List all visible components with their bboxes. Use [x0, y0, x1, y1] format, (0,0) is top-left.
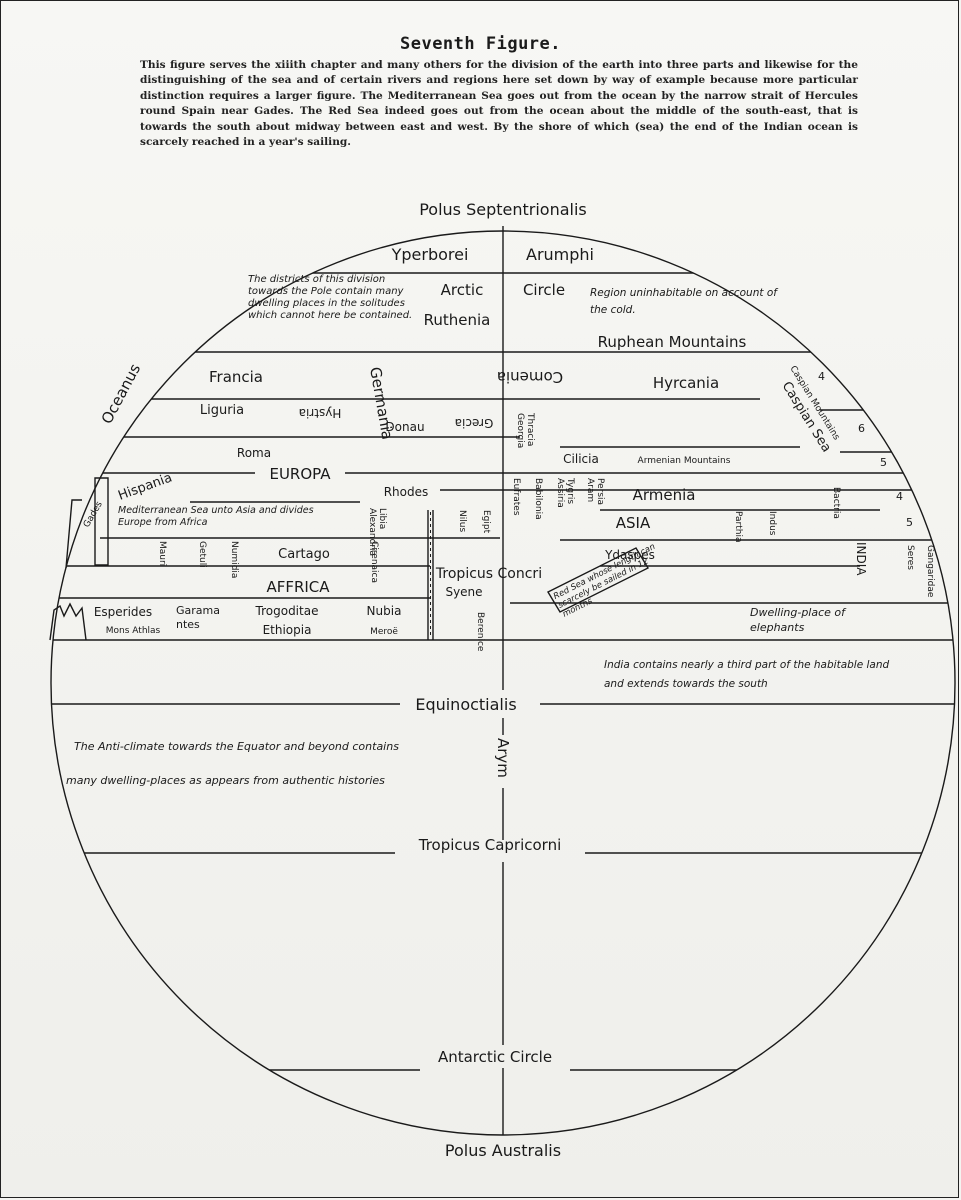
south-note-line2: many dwelling-places as appears from aut…	[66, 774, 385, 787]
numidia-label: Numidia	[229, 541, 239, 578]
districts-note: The districts of this division towards t…	[248, 274, 413, 321]
circle-label: Circle	[523, 281, 565, 299]
hyrcania-label: Hyrcania	[653, 374, 719, 392]
tropicus-cancri-label: Tropicus Concri	[435, 566, 542, 582]
antarctic-circle-label: Antarctic Circle	[438, 1048, 552, 1066]
armenian-mountains-label: Armenian Mountains	[638, 456, 731, 466]
alexandria-label: Alexandria	[367, 508, 377, 556]
syene-label: Syene	[445, 585, 482, 599]
arym-label: Arym	[494, 738, 512, 778]
south-note-line1: The Anti-climate towards the Equator and…	[74, 740, 399, 753]
thracia-label: Thracia	[525, 412, 535, 446]
mons-athlas-mountain	[49, 602, 87, 641]
arctic-label: Arctic	[441, 281, 484, 299]
donau-label: Donau	[385, 420, 424, 434]
rhodes-label: Rhodes	[384, 485, 429, 499]
meroe-label: Meroë	[370, 627, 398, 637]
elephants-note: Dwelling-place of elephants	[750, 606, 846, 634]
uninhabitable-note: Region uninhabitable on account of the c…	[590, 287, 777, 316]
getuli-label: Getuli	[197, 541, 207, 568]
assiria-label: Assiria	[555, 478, 565, 508]
liguria-label: Liguria	[200, 403, 244, 418]
libia-label: Libia	[377, 508, 387, 529]
mauri-label: Mauri	[157, 541, 167, 566]
india-label: INDIA	[854, 542, 868, 576]
mons-athlas-label: Mons Athlas	[106, 626, 161, 636]
tygris-label: Tygris	[565, 477, 575, 504]
yperborei-label: Yperborei	[391, 245, 469, 264]
roma-label: Roma	[237, 446, 271, 460]
parthia-label: Parthia	[733, 511, 743, 543]
arumphi-label: Arumphi	[526, 245, 594, 264]
climate-number-4: 4	[896, 490, 903, 503]
francia-label: Francia	[209, 368, 263, 386]
armenia-label: Armenia	[633, 486, 696, 504]
nilus-label: Nilus	[457, 510, 467, 532]
aram-label: Aram	[585, 478, 595, 502]
europa-label: EUROPA	[269, 465, 331, 483]
ruthenia-label: Ruthenia	[424, 311, 491, 329]
cartago-label: Cartago	[278, 547, 330, 562]
ydaspes-label: Ydaspes	[604, 548, 655, 562]
trogoditae-label: Trogoditae	[255, 604, 319, 618]
seres-label: Seres	[905, 545, 915, 570]
nubia-label: Nubia	[367, 604, 402, 618]
climate-number-1: 4	[818, 370, 825, 383]
grecia-label: Grecia	[455, 416, 494, 430]
garamantes-label: Garamantes	[176, 604, 220, 631]
north-pole-label: Polus Septentrionalis	[419, 200, 587, 219]
hispania-label: Hispania	[116, 470, 174, 503]
babilonia-label: Babilonia	[533, 478, 543, 520]
climate-number-5: 5	[906, 516, 913, 529]
indus-label: Indus	[767, 511, 777, 536]
ethiopia-label: Ethiopia	[263, 623, 312, 637]
equinoctialis-label: Equinoctialis	[415, 695, 516, 714]
south-pole-label: Polus Australis	[445, 1141, 561, 1160]
gades-columns	[65, 477, 109, 569]
climate-number-2: 6	[858, 422, 865, 435]
figure-caption: This figure serves the xiiith chapter an…	[140, 59, 858, 149]
gades-label: Gades	[82, 500, 105, 530]
tropicus-capricorni-label: Tropicus Capricorni	[418, 836, 562, 854]
climate-number-3: 5	[880, 456, 887, 469]
red-sea	[547, 547, 649, 613]
ruphean-mountains-label: Ruphean Mountains	[598, 333, 747, 351]
hystria-label: Hystria	[299, 406, 342, 420]
comenia-label: Comenia	[497, 368, 563, 386]
esperides-label: Esperides	[94, 605, 152, 619]
egipt-label: Egipt	[481, 510, 491, 534]
affrica-label: AFFRICA	[266, 578, 330, 596]
georgia-label: Georgia	[515, 413, 525, 448]
india-note: India contains nearly a third part of th…	[604, 659, 890, 690]
gangaridae-label: Gangaridae	[925, 545, 935, 598]
cirenaica-label: Cirenaica	[369, 541, 379, 583]
eufrates-label: Eufrates	[511, 478, 521, 516]
cilicia-label: Cilicia	[563, 452, 599, 466]
persia-label: Persia	[595, 478, 605, 505]
mediterranean-label: Mediterranean Sea unto Asia and divides …	[118, 505, 314, 528]
asia-label: ASIA	[616, 514, 651, 532]
berenice-label: Berenice	[475, 612, 485, 652]
bactria-label: Bactria	[831, 487, 841, 519]
figure-title: Seventh Figure.	[399, 34, 562, 54]
